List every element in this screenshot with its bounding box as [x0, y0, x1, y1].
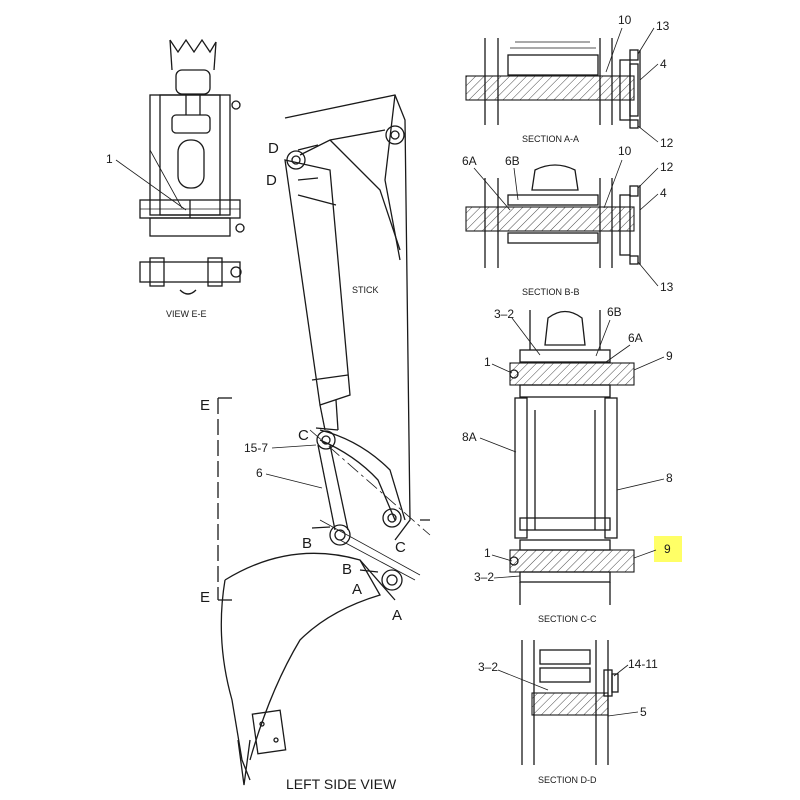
callout-cc-3-2-top: 3–2 — [494, 307, 514, 321]
callout-dd-5: 5 — [640, 705, 647, 719]
callout-bb-12: 12 — [660, 160, 674, 174]
callout-cc-9-bottom: 9 — [664, 542, 671, 556]
callout-cc-8a: 8A — [462, 430, 477, 444]
label-stick: STICK — [352, 285, 379, 295]
callout-bb-6b: 6B — [505, 154, 520, 168]
marker-a-upper: A — [352, 581, 362, 598]
left-side-drawing — [217, 94, 431, 786]
section-aa-title: SECTION A-A — [522, 134, 579, 144]
section-dd-title: SECTION D-D — [538, 775, 597, 785]
marker-b-right: B — [342, 561, 352, 578]
callout-cc-6a: 6A — [628, 331, 643, 345]
view-ee-drawing — [139, 38, 245, 295]
callout-side-15-7: 15-7 — [244, 441, 268, 455]
marker-b-left: B — [302, 535, 312, 552]
callout-ee-1: 1 — [106, 152, 113, 166]
callout-aa-13: 13 — [656, 19, 670, 33]
section-bb-title: SECTION B-B — [522, 287, 580, 297]
marker-e-top: E — [200, 397, 210, 414]
marker-d-bottom: D — [266, 172, 277, 189]
callout-bb-10: 10 — [618, 144, 632, 158]
marker-d-top: D — [268, 140, 279, 157]
section-aa-drawing — [465, 38, 641, 129]
callout-cc-1-top: 1 — [484, 355, 491, 369]
callout-aa-10: 10 — [618, 13, 632, 27]
callout-cc-9-top: 9 — [666, 349, 673, 363]
left-side-view-title: LEFT SIDE VIEW — [286, 776, 397, 792]
callout-bb-13: 13 — [660, 280, 674, 294]
callout-cc-6b: 6B — [607, 305, 622, 319]
section-cc-drawing — [509, 310, 635, 605]
callout-cc-3-2-bottom: 3–2 — [474, 570, 494, 584]
callout-dd-3-2: 3–2 — [478, 660, 498, 674]
callout-dd-14-11: 14-11 — [628, 657, 658, 671]
callout-aa-12: 12 — [660, 136, 674, 150]
callout-aa-4: 4 — [660, 57, 667, 71]
marker-c-lower: C — [395, 539, 406, 556]
section-cc-title: SECTION C-C — [538, 614, 597, 624]
section-dd-drawing — [521, 640, 619, 765]
highlight-callout-9 — [654, 536, 682, 562]
callout-bb-6a: 6A — [462, 154, 477, 168]
marker-c-upper: C — [298, 427, 309, 444]
callout-cc-1-bottom: 1 — [484, 546, 491, 560]
callout-bb-4: 4 — [660, 186, 667, 200]
callout-side-6: 6 — [256, 466, 263, 480]
callout-cc-8: 8 — [666, 471, 673, 485]
marker-e-bottom: E — [200, 589, 210, 606]
section-bb-drawing — [465, 164, 641, 268]
view-ee-title: VIEW E-E — [166, 309, 207, 319]
marker-a-lower: A — [392, 607, 402, 624]
